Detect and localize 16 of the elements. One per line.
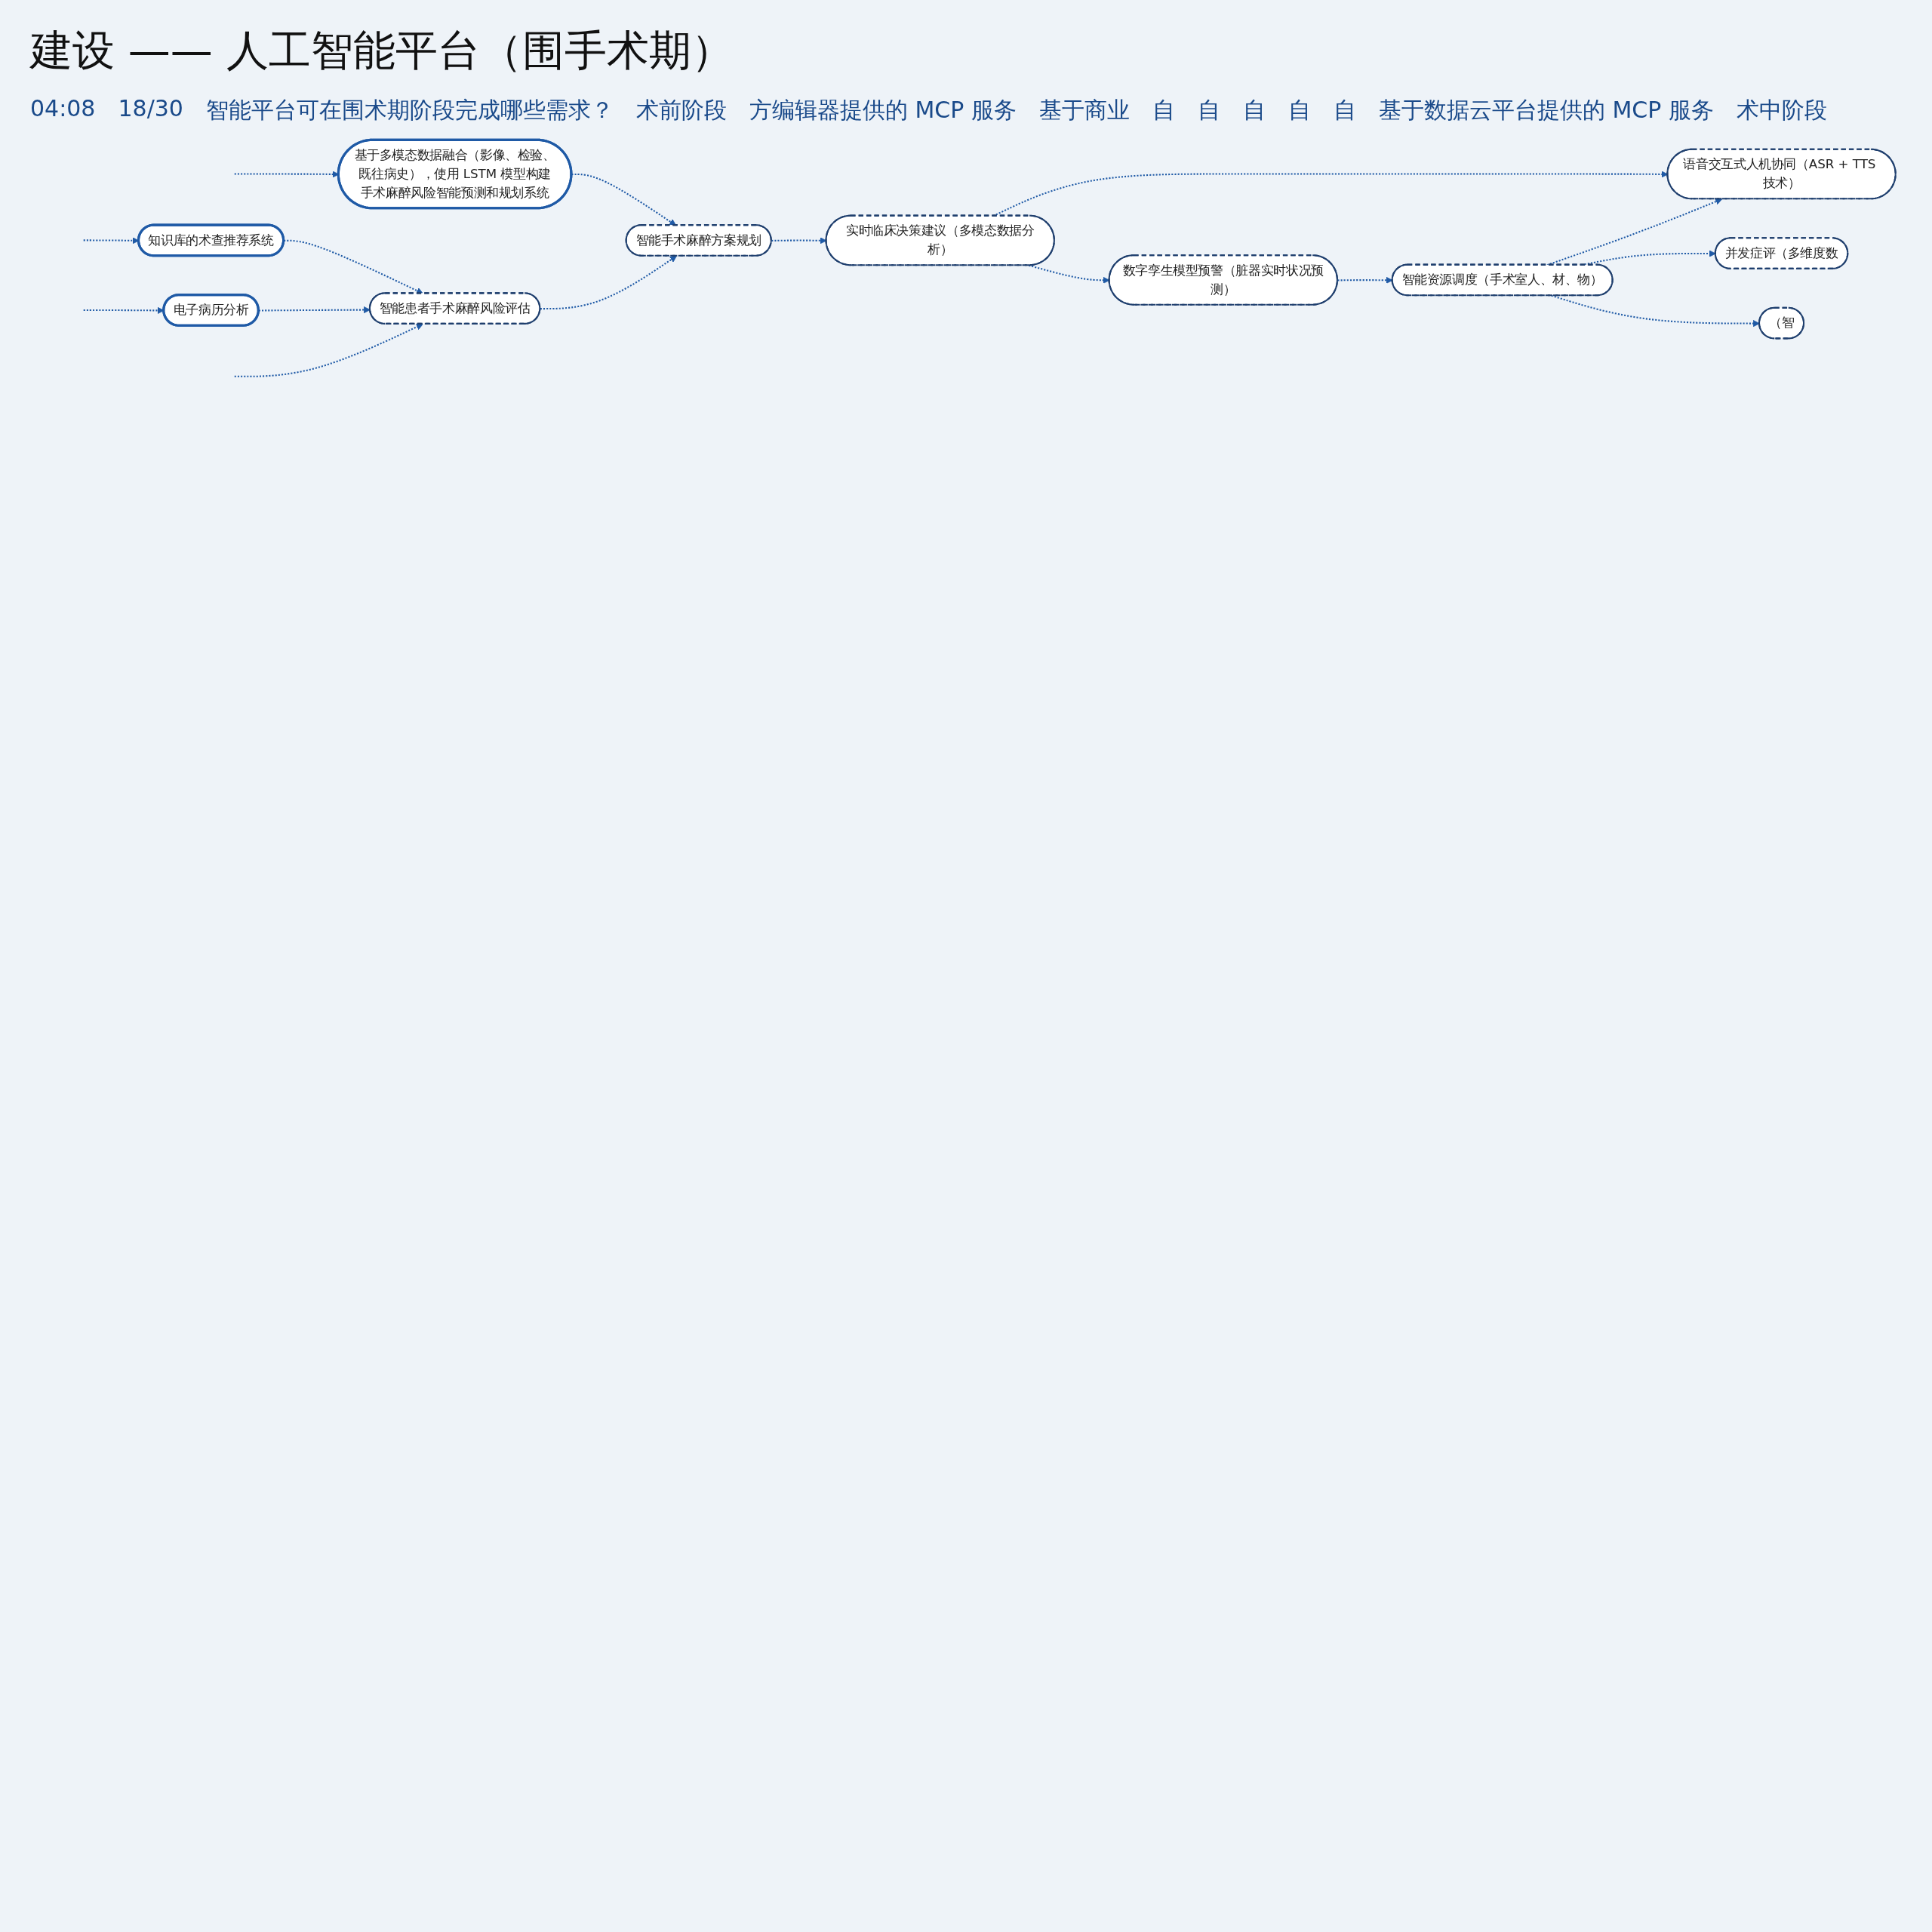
- slide-label: 18/30: [118, 95, 183, 123]
- slide-label: 方编辑器提供的 MCP 服务: [749, 96, 1017, 125]
- slide-label: 基于数据云平台提供的 MCP 服务: [1378, 96, 1714, 125]
- slide-label: 智能平台可在围术期阶段完成哪些需求？: [205, 96, 614, 125]
- slide-label: 术前阶段: [635, 96, 727, 125]
- slide-label: 04:08: [30, 95, 96, 123]
- slide-title: 建设 —— 人工智能平台（围手术期）: [30, 25, 734, 76]
- slide-label: 自: [1242, 96, 1266, 125]
- slide-label: 术中阶段: [1736, 96, 1827, 125]
- slide-label: 自: [1152, 96, 1175, 125]
- slide-label: 自: [1287, 96, 1311, 125]
- arrow: [1028, 264, 1110, 284]
- slide-label: 自: [1333, 96, 1356, 125]
- slide-label: 自: [1197, 96, 1220, 125]
- slide-label: 基于商业: [1038, 96, 1130, 125]
- arrow: [234, 323, 423, 377]
